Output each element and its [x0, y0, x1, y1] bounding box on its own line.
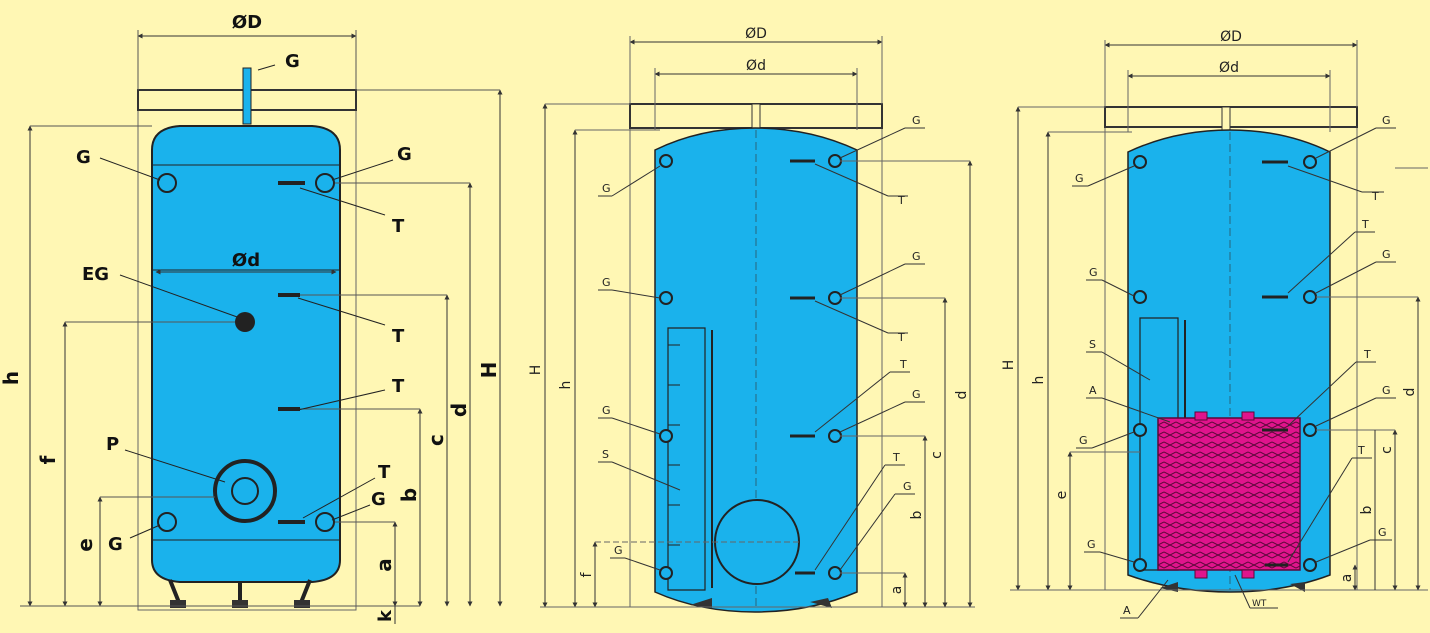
- dim-c: c: [929, 451, 945, 459]
- label-coil-a-bottom: A: [1123, 604, 1131, 617]
- dim-a: a: [889, 586, 905, 595]
- top-cover: [1104, 106, 1358, 128]
- dim-h: h: [0, 371, 23, 385]
- dim-inner-diameter: Ød: [746, 58, 766, 74]
- label-p: P: [106, 434, 119, 455]
- dim-h: h: [558, 381, 574, 390]
- dim-h: h: [1031, 376, 1047, 385]
- foot-left: [170, 600, 186, 608]
- top-pipe: [242, 67, 252, 125]
- dim-k: k: [375, 609, 396, 622]
- electric-heater-port: [235, 312, 255, 332]
- label-left-g-1: G: [602, 182, 611, 195]
- label-lower-right-g: G: [371, 489, 386, 510]
- label-left-g-2: G: [602, 276, 611, 289]
- dim-H: H: [477, 362, 501, 379]
- label-right-g-1: G: [912, 114, 921, 127]
- dim-inner-diameter: Ød: [1219, 60, 1239, 76]
- dim-a: a: [1339, 574, 1355, 583]
- label-sensor-3: T: [392, 376, 405, 397]
- label-sensor-2: T: [392, 326, 405, 347]
- label-right-g-4: G: [903, 480, 912, 493]
- label-sensor-3: T: [1363, 348, 1371, 361]
- label-right-g-3: G: [1382, 384, 1391, 397]
- dim-d: d: [1402, 388, 1418, 397]
- upper-left-connector: [157, 173, 177, 193]
- dim-e: e: [73, 538, 97, 552]
- label-coil-a-top: A: [1089, 384, 1097, 397]
- stratifier: [667, 327, 706, 591]
- lower-left-connector: [157, 512, 177, 532]
- dim-outer-diameter: ØD: [232, 12, 262, 33]
- label-sensor-3: T: [899, 358, 907, 371]
- dim-b: b: [1359, 505, 1375, 514]
- dim-f: f: [579, 571, 595, 577]
- dim-a: a: [372, 558, 396, 572]
- label-right-g-2: G: [1382, 248, 1391, 261]
- label-lower-left-g: G: [108, 534, 123, 555]
- label-sensor-1: T: [392, 216, 405, 237]
- label-sensor-1: T: [1371, 190, 1379, 203]
- label-sensor-1: T: [897, 194, 905, 207]
- label-left-g-4: G: [1087, 538, 1096, 551]
- label-left-g-3: G: [602, 404, 611, 417]
- dim-d: d: [447, 403, 471, 417]
- dim-outer-diameter: ØD: [745, 26, 767, 42]
- tank-body: [151, 125, 341, 583]
- dim-c: c: [424, 434, 448, 446]
- diagram-1: ØD Ød h f e H d c b a k G G: [0, 12, 503, 624]
- top-pipe: [751, 103, 761, 129]
- label-left-g-4: G: [614, 544, 623, 557]
- flange-center: [231, 477, 259, 505]
- dim-b: b: [909, 510, 925, 519]
- diagram-2: ØD Ød H h f d c b a G G G: [528, 26, 975, 613]
- label-right-g-2: G: [912, 250, 921, 263]
- label-left-g-2: G: [1089, 266, 1098, 279]
- lower-right-connector: [315, 512, 335, 532]
- label-left-g-1: G: [1075, 172, 1084, 185]
- foot-middle: [232, 600, 248, 608]
- dim-H: H: [1001, 360, 1017, 371]
- dim-outer-diameter: ØD: [1220, 29, 1242, 45]
- label-stratifier: S: [602, 448, 609, 461]
- dim-f: f: [36, 455, 60, 464]
- label-upper-left-g: G: [76, 147, 91, 168]
- upper-right-connector: [315, 173, 335, 193]
- label-upper-right-g: G: [397, 144, 412, 165]
- label-left-g-3: G: [1079, 434, 1088, 447]
- label-sensor-2: T: [897, 331, 905, 344]
- label-sensor-4: T: [892, 451, 900, 464]
- label-sensor-4: T: [378, 462, 391, 483]
- dim-e: e: [1054, 491, 1070, 500]
- label-heat-exchanger: WT: [1252, 599, 1267, 609]
- dim-d: d: [954, 391, 970, 400]
- top-pipe: [1221, 106, 1231, 132]
- label-top-g: G: [285, 51, 300, 72]
- label-eg: EG: [82, 264, 109, 285]
- dim-inner-diameter: Ød: [232, 250, 260, 271]
- dim-H: H: [528, 365, 544, 376]
- foot-right: [294, 600, 310, 608]
- label-sensor-4: T: [1357, 444, 1365, 457]
- label-stratifier: S: [1089, 338, 1096, 351]
- label-right-g-3: G: [912, 388, 921, 401]
- label-right-g-4: G: [1378, 526, 1387, 539]
- diagram-3: ØD Ød H h e d c b a G G S: [1001, 29, 1428, 619]
- label-sensor-2: T: [1361, 218, 1369, 231]
- dim-c: c: [1379, 446, 1395, 454]
- dim-b: b: [397, 488, 421, 502]
- label-right-g-1: G: [1382, 114, 1391, 127]
- heat-exchanger-coil: [1157, 417, 1301, 571]
